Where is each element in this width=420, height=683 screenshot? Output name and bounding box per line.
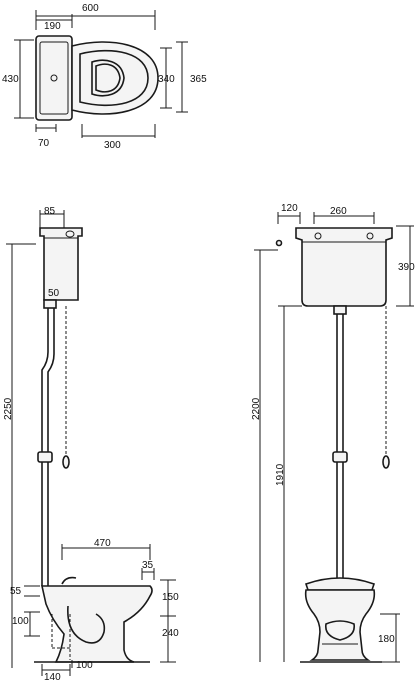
dim-front-bracket-offset: 120 bbox=[281, 203, 298, 214]
dim-side-bowl-height: 240 bbox=[162, 628, 179, 639]
front-cistern bbox=[295, 227, 393, 307]
dim-side-outlet-height: 150 bbox=[162, 592, 179, 603]
dim-top-tank-depth: 70 bbox=[38, 138, 50, 149]
side-cistern bbox=[39, 227, 83, 301]
top-tank bbox=[35, 35, 73, 121]
flush-button-icon bbox=[50, 74, 58, 82]
top-bowl bbox=[71, 41, 159, 115]
dim-side-rim-detail: 35 bbox=[142, 560, 154, 571]
front-seat bbox=[304, 577, 376, 591]
dim-front-mount-height: 2200 bbox=[251, 397, 262, 420]
dim-top-bowl-depth: 365 bbox=[190, 74, 207, 85]
front-bowl bbox=[304, 589, 376, 661]
dim-side-total-height: 2250 bbox=[3, 397, 14, 420]
dim-side-pipe-offset: 50 bbox=[48, 288, 60, 299]
dim-side-base-width: 140 bbox=[44, 672, 61, 683]
dim-side-floor-outlet: 100 bbox=[12, 616, 29, 627]
dim-top-tank-width: 190 bbox=[44, 21, 61, 32]
side-flush-pipe bbox=[41, 306, 49, 586]
dim-side-outlet-offset: 55 bbox=[10, 586, 22, 597]
dim-top-overall-width: 600 bbox=[82, 3, 99, 14]
side-view: 85 50 2250 470 35 bbox=[3, 206, 179, 683]
top-view: 600 190 430 340 365 70 bbox=[2, 3, 207, 151]
dim-side-base-offset: 100 bbox=[76, 660, 93, 671]
dim-side-tank-depth: 85 bbox=[44, 206, 56, 217]
dim-top-bowl-length: 300 bbox=[104, 140, 121, 151]
side-pipe-joint bbox=[37, 451, 53, 463]
side-trap bbox=[67, 605, 106, 644]
dim-front-tank-height: 390 bbox=[398, 262, 415, 273]
dim-top-depth: 430 bbox=[2, 74, 19, 85]
dim-front-pan-base-height: 180 bbox=[378, 634, 395, 645]
front-view: 120 260 390 2200 1910 bbox=[251, 203, 415, 663]
pull-handle-icon bbox=[62, 455, 70, 469]
dim-front-pipe-height: 1910 bbox=[275, 463, 286, 486]
dim-top-seat-depth: 340 bbox=[158, 74, 175, 85]
wall-bracket-icon bbox=[275, 239, 283, 247]
dim-front-tank-width: 260 bbox=[330, 206, 347, 217]
dim-side-bowl-projection: 470 bbox=[94, 538, 111, 549]
front-pull-handle-icon bbox=[382, 455, 390, 469]
top-bowl-opening bbox=[91, 59, 125, 97]
front-pipe-joint bbox=[332, 451, 348, 463]
side-bowl bbox=[41, 585, 153, 663]
